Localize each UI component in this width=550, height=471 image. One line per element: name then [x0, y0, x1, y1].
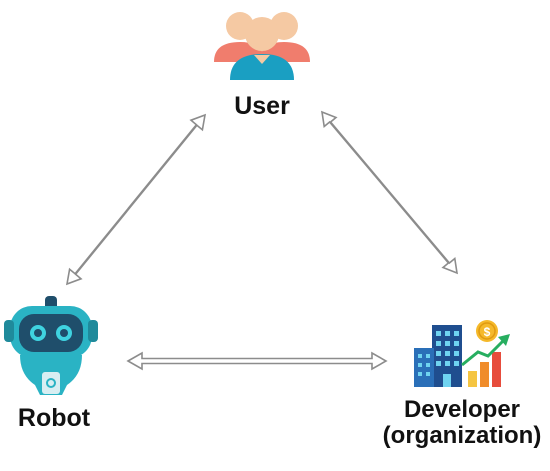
developer-label: Developer (organization)	[374, 396, 550, 450]
arrow-robot-developer	[126, 351, 388, 371]
robot-icon	[4, 296, 98, 395]
organization-growth-icon: $	[414, 320, 510, 387]
robot-label: Robot	[17, 404, 91, 432]
arrow-user-robot	[65, 113, 207, 286]
developer-label-line1: Developer	[403, 396, 521, 423]
user-label: User	[234, 92, 290, 120]
developer-label-line2: (organization)	[382, 422, 542, 450]
svg-text:$: $	[484, 325, 491, 339]
users-group-icon	[214, 12, 310, 80]
arrow-user-developer	[321, 110, 458, 275]
